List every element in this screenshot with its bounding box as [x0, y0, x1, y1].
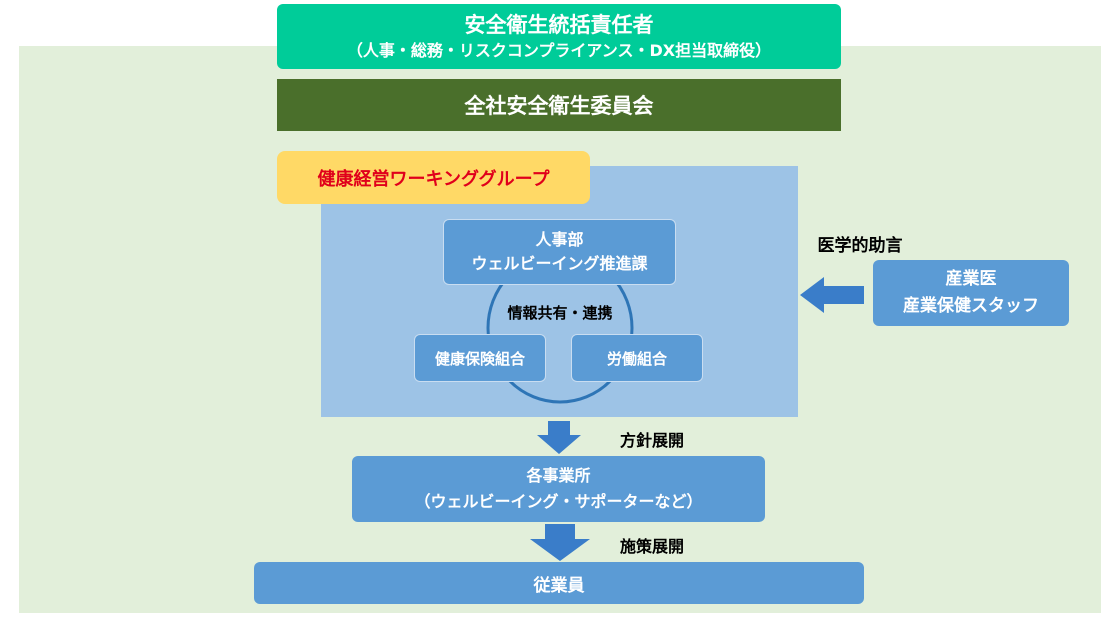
hr-department-label: 人事部 — [535, 230, 584, 249]
employees-box: 従業員 — [254, 562, 864, 604]
wellbeing-supporter-label: （ウェルビーイング・サポーターなど） — [414, 492, 703, 511]
health-insurance-label: 健康保険組合 — [434, 349, 525, 368]
company-safety-committee-box: 全社安全衛生委員会 — [277, 79, 841, 131]
working-group-label: 健康経営ワーキンググループ — [317, 168, 550, 190]
each-office-box: 各事業所 （ウェルビーイング・サポーターなど） — [352, 456, 765, 522]
occupational-physician-label: 産業医 — [945, 269, 997, 289]
medical-advice-label: 医学的助言 — [817, 236, 903, 256]
arrow-left-icon — [800, 277, 864, 313]
working-group-area — [321, 166, 798, 417]
health-insurance-box: 健康保険組合 — [414, 334, 546, 382]
each-office-label: 各事業所 — [526, 466, 591, 485]
labor-union-label: 労働組合 — [606, 349, 667, 368]
general-safety-manager-subtitle: （人事・総務・リスクコンプライアンス・DX担当取締役） — [346, 40, 772, 60]
employees-label: 従業員 — [533, 575, 585, 596]
occupational-health-box: 産業医 産業保健スタッフ — [873, 260, 1069, 326]
working-group-label-box: 健康経営ワーキンググループ — [277, 151, 590, 204]
labor-union-box: 労働組合 — [571, 334, 703, 382]
occupational-health-staff-label: 産業保健スタッフ — [903, 296, 1039, 316]
info-sharing-label: 情報共有・連携 — [507, 303, 613, 322]
wellbeing-section-label: ウェルビーイング推進課 — [471, 254, 648, 273]
arrow-down-icon — [537, 421, 581, 454]
general-safety-manager-title: 安全衛生統括責任者 — [464, 12, 654, 37]
general-safety-manager-box: 安全衛生統括責任者 （人事・総務・リスクコンプライアンス・DX担当取締役） — [277, 4, 841, 69]
arrow-down-icon — [530, 524, 590, 561]
measures-deployment-label: 施策展開 — [619, 537, 684, 556]
company-safety-committee-label: 全社安全衛生委員会 — [464, 94, 654, 118]
hr-wellbeing-box: 人事部 ウェルビーイング推進課 — [443, 219, 676, 285]
policy-deployment-label: 方針展開 — [619, 431, 684, 450]
